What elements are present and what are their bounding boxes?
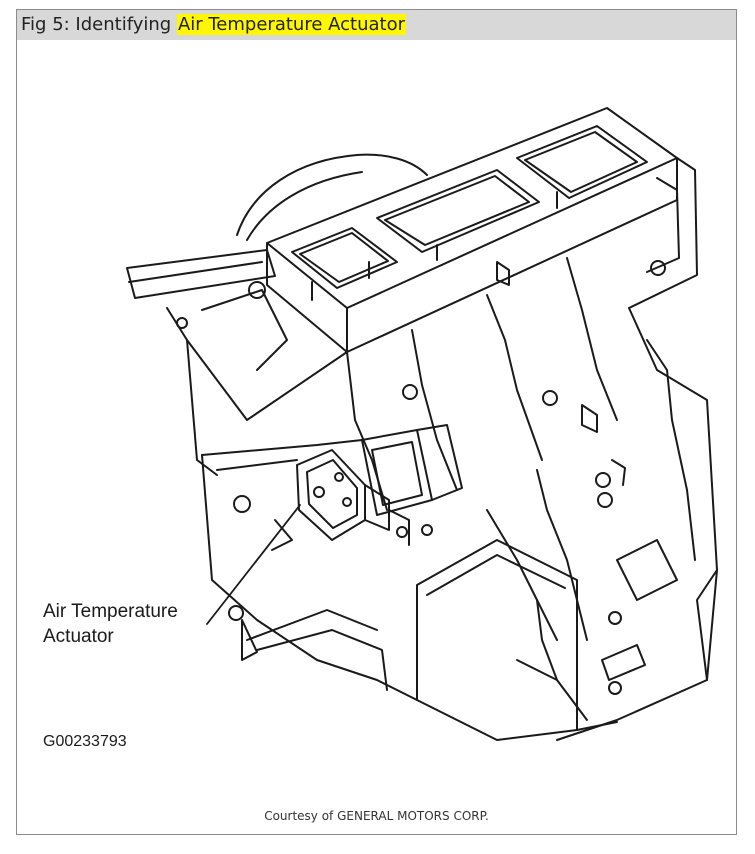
callout-line-2: Actuator <box>43 626 114 647</box>
figure-code: G00233793 <box>43 733 127 750</box>
figure-title-bar: Fig 5: Identifying Air Temperature Actua… <box>17 10 736 40</box>
figure-frame: Fig 5: Identifying Air Temperature Actua… <box>16 9 737 835</box>
callout-line-1: Air Temperature <box>43 601 178 622</box>
figure-title-highlight: Air Temperature Actuator <box>176 14 406 35</box>
hvac-module-illustration <box>126 107 718 741</box>
courtesy-credit: Courtesy of GENERAL MOTORS CORP. <box>264 809 489 823</box>
figure-title: Fig 5: Identifying Air Temperature Actua… <box>21 13 406 37</box>
callout-label: Air Temperature Actuator <box>43 599 178 649</box>
figure-title-prefix: Fig 5: Identifying <box>21 14 177 35</box>
